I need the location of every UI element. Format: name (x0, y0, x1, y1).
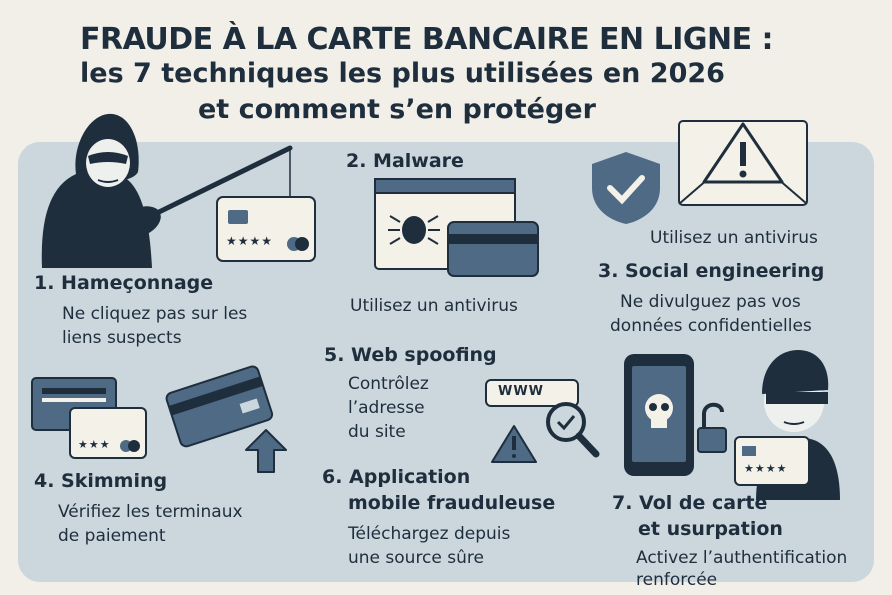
technique-6-heading-line-1: 6. Application (322, 466, 471, 488)
title-block: FRAUDE À LA CARTE BANCAIRE EN LIGNE : le… (0, 0, 892, 140)
technique-7-heading-line-1: 7. Vol de carte (612, 492, 768, 514)
technique-7-heading-line-2: et usurpation (638, 518, 783, 540)
technique-7-tip-line-1: Activez l’authentification (636, 548, 848, 568)
malware-window-icon (374, 178, 539, 277)
technique-4-tip-line-2: de paiement (58, 526, 166, 546)
page-subtitle-2: et comment s’en protéger (198, 94, 596, 125)
technique-2-tip: Utilisez un antivirus (350, 296, 518, 316)
technique-3-heading: 3. Social engineering (598, 260, 825, 282)
technique-3-tip-line-1: Ne divulguez pas vos (620, 292, 801, 312)
technique-7-tip-line-2: renforcée (636, 570, 718, 590)
shield-check-icon (592, 152, 660, 224)
technique-6-heading-line-2: mobile frauduleuse (348, 492, 556, 514)
technique-2-heading: 2. Malware (346, 150, 464, 172)
technique-1-heading: 1. Hameçonnage (34, 272, 214, 294)
warning-envelope-icon (678, 120, 808, 206)
technique-5-tip-line-1: Contrôlez (348, 374, 429, 394)
skimmer-cards-icon (31, 377, 147, 459)
technique-1-tip-line-1: Ne cliquez pas sur les (62, 304, 248, 324)
page-subtitle: les 7 techniques les plus utilisées en 2… (80, 58, 725, 89)
technique-6-tip-line-2: une source sûre (348, 548, 484, 568)
technique-6-tip-line-1: Téléchargez depuis (348, 524, 511, 544)
technique-5-tip-line-2: l’adresse (348, 398, 425, 418)
page-title: FRAUDE À LA CARTE BANCAIRE EN LIGNE : (80, 22, 774, 57)
spoof-url-text: WWW (498, 384, 545, 399)
technique-3-tip-line-2: données confidentielles (610, 316, 812, 336)
fishing-card-icon (216, 196, 316, 262)
card-insert-icon (165, 365, 287, 473)
technique-1-tip-line-2: liens suspects (62, 328, 182, 348)
card-stars-4: ★★★ (78, 438, 111, 451)
card-stars-1: ★★★★ (226, 234, 274, 248)
malicious-phone-icon (624, 354, 727, 476)
technique-5-heading: 5. Web spoofing (324, 344, 497, 366)
card-stars-7: ★★★★ (744, 462, 788, 475)
spoof-url-bar-icon (485, 379, 600, 463)
technique-4-heading: 4. Skimming (34, 470, 168, 492)
technique-5-tip-line-3: du site (348, 422, 406, 442)
technique-4-tip-line-1: Vérifiez les terminaux (58, 502, 243, 522)
stolen-card-icon (734, 436, 810, 486)
technique-3-extra-tip: Utilisez un antivirus (650, 228, 818, 248)
